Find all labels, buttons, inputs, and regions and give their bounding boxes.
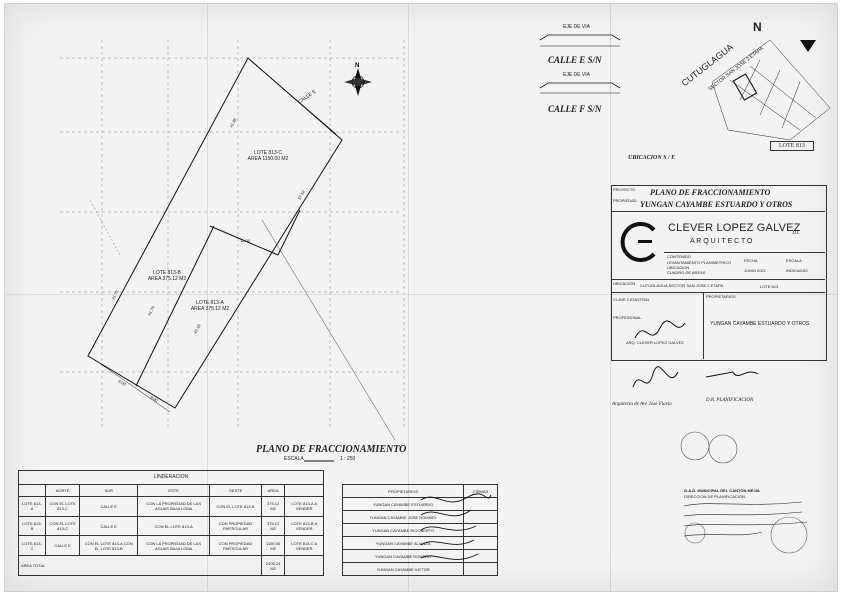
location-north: N <box>753 20 762 34</box>
table-row: YUNGAN CAYAMBE ALIANZA <box>341 536 498 550</box>
architect-title: A R Q U I T E C T O <box>690 238 753 245</box>
lot-boundary <box>87 57 343 409</box>
location-lot: LOTE 813 <box>770 141 814 151</box>
svg-text:12.00: 12.00 <box>240 238 251 243</box>
gad-title: G.A.D. MUNICIPAL DEL CANTON MEJIA <box>684 488 760 493</box>
owners-value: YUNGAN CAYAMBE ESTUARDO Y OTROS <box>710 321 810 327</box>
approval-signatures <box>632 366 759 388</box>
signature-caption-right: D.R. PLANIFICACION <box>706 398 754 403</box>
architect-stamp: ARQ. CLEVER LOPEZ GALVEZ <box>626 340 684 345</box>
owner-signatures <box>420 493 492 560</box>
plan-scale-label: ESCALA <box>284 456 304 462</box>
plan-scale-value: 1 : 250 <box>340 456 356 462</box>
architect-logo-icon <box>620 222 656 262</box>
svg-text:42.18: 42.18 <box>192 323 201 335</box>
svg-text:57.52: 57.52 <box>297 189 307 201</box>
svg-text:8.00: 8.00 <box>150 395 160 404</box>
plan-north-label: N <box>355 63 359 69</box>
architect-signature <box>634 320 686 339</box>
property-owner: YUNGAN CAYAMBE ESTUARDO Y OTROS <box>640 200 793 209</box>
plan-title: PLANO DE FRACCIONAMIENTO <box>256 444 407 455</box>
profile-e-name: CALLE E S/N <box>548 55 602 65</box>
svg-text:8.00: 8.00 <box>118 379 128 388</box>
handwritten-notes <box>683 501 808 537</box>
svg-text:41.72: 41.72 <box>110 289 119 301</box>
profile-f-axis: EJE DE VIA <box>563 72 590 78</box>
location-caption: UBICACION S / E <box>628 155 676 161</box>
project-title: PLANO DE FRACCIONAMIENTO <box>650 188 771 197</box>
profile-e-axis: EJE DE VIA <box>563 24 590 30</box>
location-north-icon <box>800 40 816 52</box>
location-map <box>711 39 831 141</box>
signature-caption-left: Arquitecto de Ave Jose Flavio <box>612 402 672 407</box>
title-block <box>611 185 827 361</box>
north-arrow-icon <box>344 68 372 96</box>
gad-seal-icon <box>680 431 710 461</box>
svg-text:41.79: 41.79 <box>146 305 155 317</box>
gad-subtitle: DIRECCION DE PLANIFICACION <box>684 494 745 499</box>
sheet-number: 1/1 <box>792 230 799 236</box>
table-row: YUNGAN CAYAMBE ESTUARDO <box>341 497 498 511</box>
architect-name: CLEVER LOPEZ GALVEZ <box>668 222 801 234</box>
table-row: YUNGAN CAYAMBE VICTOR <box>341 562 498 576</box>
svg-text:41.98: 41.98 <box>228 117 237 129</box>
profile-f-name: CALLE F S/N <box>548 104 602 114</box>
linderacion-table: LINDERACION NORTE SUR ESTE OESTE AREA LO… <box>18 470 324 576</box>
